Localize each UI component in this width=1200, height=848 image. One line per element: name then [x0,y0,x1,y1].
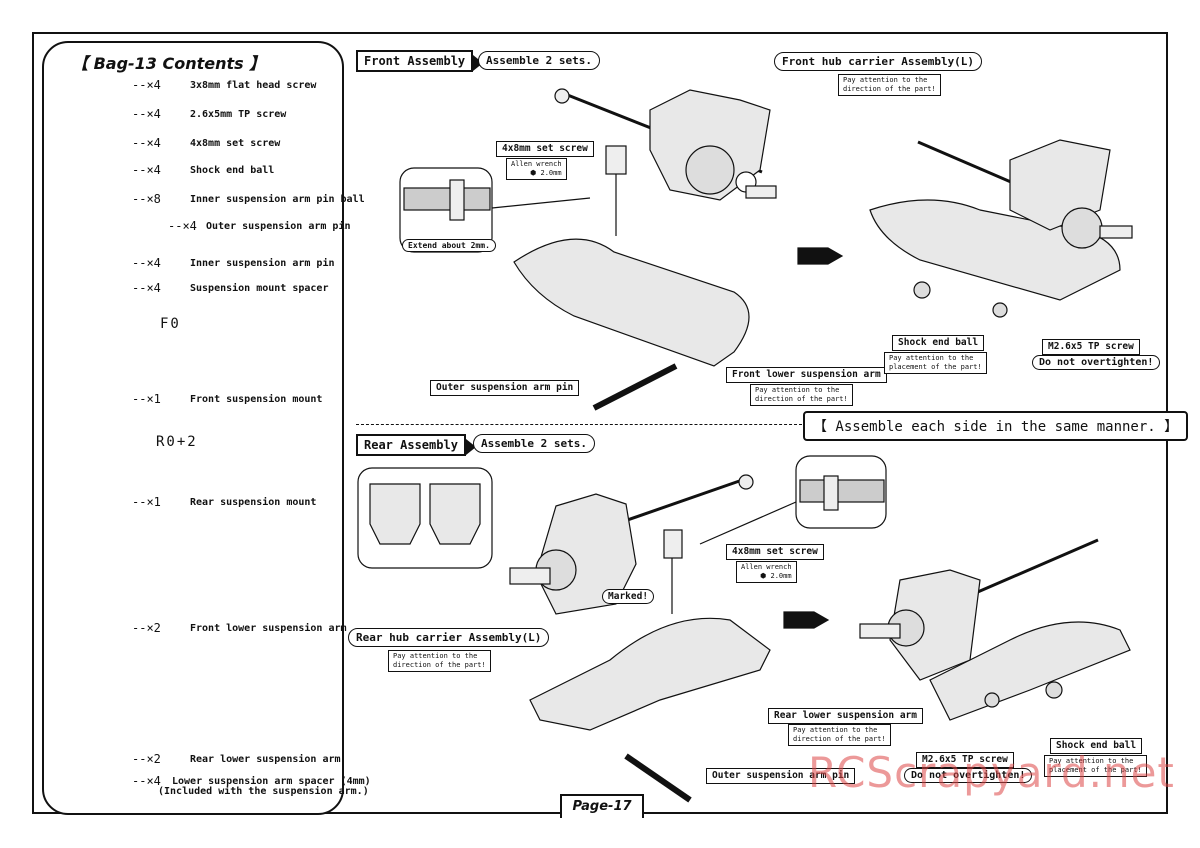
part-name: Shock end ball [190,165,275,176]
part-qty: --×4 [132,774,161,788]
rear-pin-label: Outer suspension arm pin [706,768,856,784]
parts-list-title: 【 Bag-13 Contents 】 [72,54,266,73]
front-hub-label: Front hub carrier Assembly(L) [774,52,983,71]
rear-assembly-heading: Rear Assembly [356,434,476,456]
front-mount-label: F0 [160,316,181,332]
front-tp-label: M2.6x5 TP screw [1042,339,1140,355]
front-shock-label: Shock end ball [892,335,985,351]
page-number: Page-17 [560,794,644,818]
part-name: Outer suspension arm pin [206,221,351,232]
part-qty: --×4 [132,163,161,177]
part-name: Suspension mount spacer [190,283,329,294]
part-name: Lower suspension arm spacer (4mm) [172,776,371,787]
rear-shock-label: Shock end ball [1050,738,1143,754]
part-name: 3x8mm flat head screw [190,80,317,91]
front-tp-note: Do not overtighten! [1032,355,1161,370]
part-name: 4x8mm set screw [190,138,281,149]
part-qty: --×2 [132,621,161,635]
part-qty: --×4 [132,281,161,295]
part-name: Front suspension mount [190,394,323,405]
part-name: 2.6x5mm TP screw [190,109,287,120]
part-name: Rear lower suspension arm [190,754,341,765]
rear-sets-label: Assemble 2 sets. [473,434,595,453]
front-pin-label: Outer suspension arm pin [430,380,580,396]
front-assembly-heading: Front Assembly [356,50,484,72]
front-set-screw-label: 4x8mm set screw [496,141,594,157]
part-name: Inner suspension arm pin ball [190,194,365,205]
part-qty: --×4 [168,219,197,233]
part-qty: --×1 [132,495,161,509]
rear-set-screw-label: 4x8mm set screw [726,544,824,560]
same-manner-banner: 【 Assemble each side in the same manner.… [803,411,1189,441]
part-name: Front lower suspension arm [190,623,347,634]
section-divider [356,424,802,425]
front-allen-box: Allen wrench⬢ 2.0mm [506,158,567,180]
front-sets-label: Assemble 2 sets. [478,51,600,70]
front-arm-label: Front lower suspension arm [726,367,887,383]
rear-allen-box: Allen wrench⬢ 2.0mm [736,561,797,583]
rear-tp-note: Do not overtighten! [904,768,1033,783]
part-qty: --×4 [132,107,161,121]
rear-hub-label: Rear hub carrier Assembly(L) [348,628,550,647]
rear-arm-label: Rear lower suspension arm [768,708,923,724]
part-name: Inner suspension arm pin [190,258,335,269]
part-qty: --×1 [132,392,161,406]
part-qty: --×4 [132,136,161,150]
rear-assembly-drawing [357,455,1131,803]
part-qty: --×4 [132,256,161,270]
part-name: Rear suspension mount [190,497,317,508]
part-subnote: (Included with the suspension arm.) [158,786,369,797]
rear-mount-label: R0+2 [156,434,198,450]
part-qty: --×2 [132,752,161,766]
rear-marked-label: Marked! [602,589,655,604]
watermark: RCScrapyard.net [808,748,1175,797]
rear-tp-label: M2.6x5 TP screw [916,752,1014,768]
part-qty: --×8 [132,192,161,206]
parts-list-panel [42,41,344,815]
part-qty: --×4 [132,78,161,92]
front-assembly-drawing [399,88,1133,411]
front-extend-label: Extend about 2mm. [402,239,496,252]
